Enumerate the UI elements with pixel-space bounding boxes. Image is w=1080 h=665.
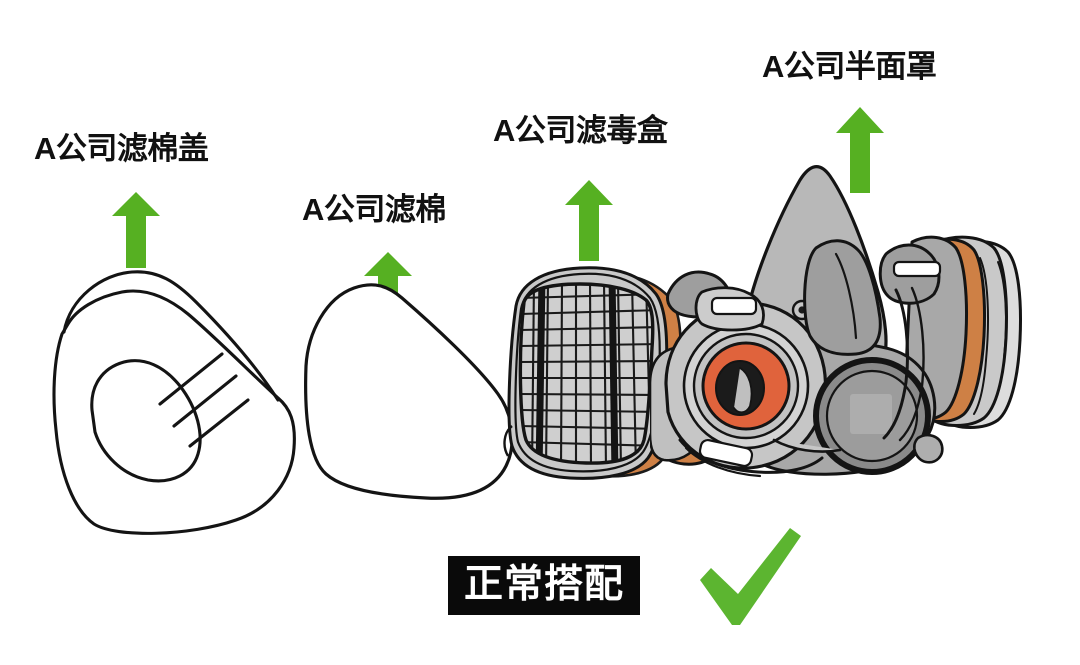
- label-half-face-mask: A公司半面罩: [762, 49, 937, 84]
- up-arrow-icon-half-face-mask: [834, 105, 886, 195]
- label-filter-cotton: A公司滤棉: [302, 192, 446, 227]
- label-filter-cartridge: A公司滤毒盒: [493, 113, 668, 148]
- up-arrow-icon-filter-cotton-cover: [110, 190, 162, 270]
- green-check-mark-icon: [694, 524, 804, 629]
- part-filter-cotton: [292, 270, 522, 520]
- label-filter-cotton-cover: A公司滤棉盖: [34, 131, 209, 166]
- part-half-face-mask: [648, 158, 1040, 478]
- verdict-tag: 正常搭配: [448, 556, 641, 615]
- up-arrow-icon-filter-cartridge: [563, 178, 615, 263]
- part-filter-cotton-cover: [40, 262, 310, 540]
